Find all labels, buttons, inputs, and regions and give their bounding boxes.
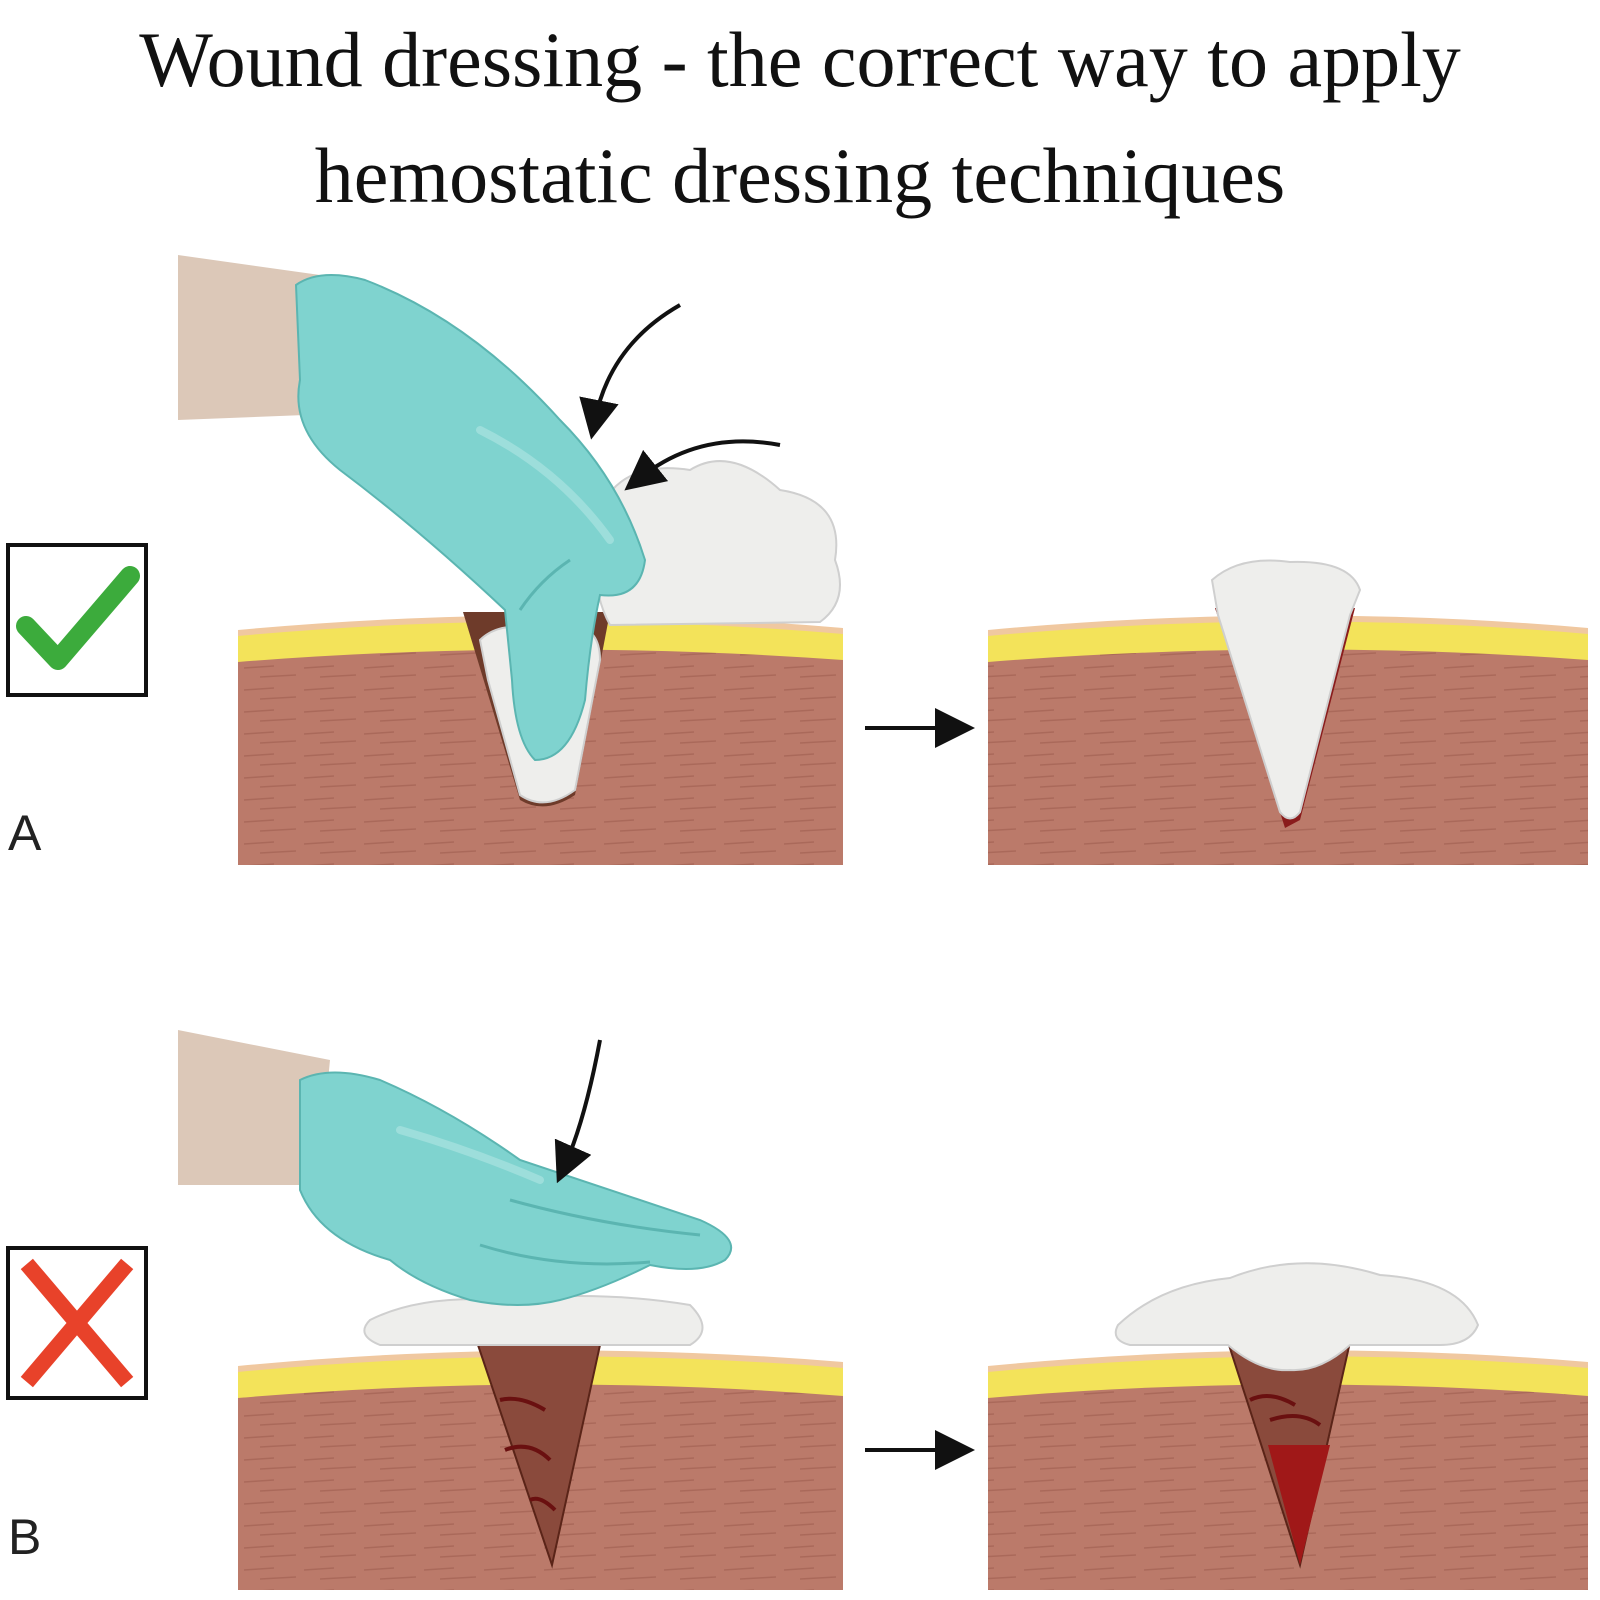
gauze-flat-b xyxy=(363,1295,704,1346)
check-mark-icon xyxy=(16,566,140,670)
gloved-hand-a xyxy=(178,255,647,762)
gloved-hand-b xyxy=(178,1030,733,1306)
panel-a-label: A xyxy=(8,805,42,861)
tissue-b-right xyxy=(988,1341,1588,1590)
curved-arrow-a1 xyxy=(579,303,681,440)
curved-arrow-a2 xyxy=(624,439,781,491)
curved-arrow-b xyxy=(554,1039,602,1184)
panel-b-label: B xyxy=(8,1509,42,1565)
gauze-bundle-a xyxy=(594,460,841,627)
tissue-a-right xyxy=(988,559,1588,865)
gauze-mound-b-result xyxy=(1114,1262,1480,1372)
page-title: Wound dressing - the correct way to appl… xyxy=(139,16,1461,219)
cross-mark-icon xyxy=(20,1258,134,1388)
check-box xyxy=(6,543,148,697)
cross-box xyxy=(6,1246,148,1400)
packed-gauze-a-result xyxy=(1210,559,1362,820)
tissue-b-left xyxy=(238,1344,843,1590)
